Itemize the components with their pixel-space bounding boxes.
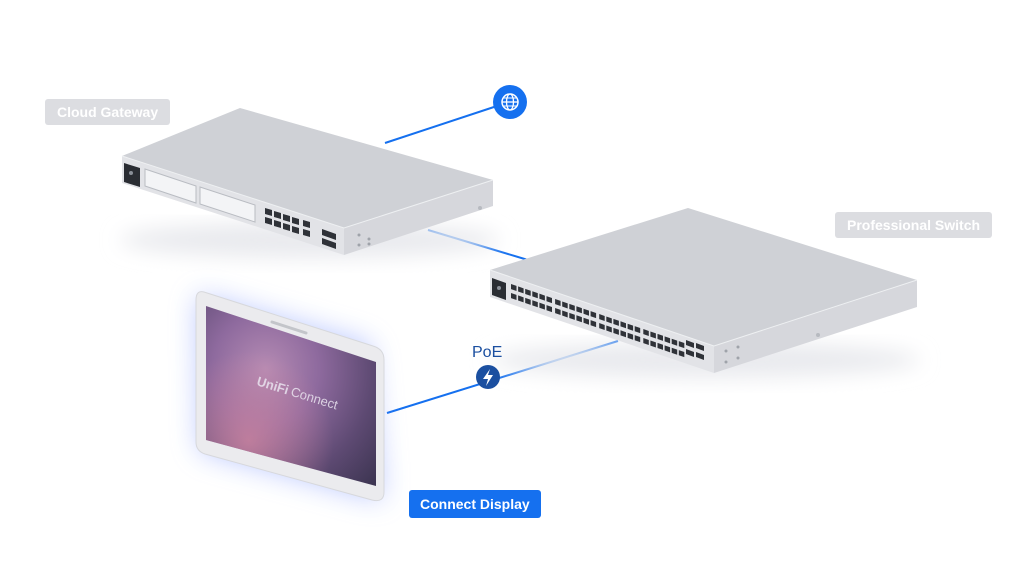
switch-port — [613, 327, 619, 335]
switch-port — [562, 301, 568, 309]
switch-port — [583, 317, 589, 325]
switch-port — [539, 302, 545, 310]
switch-port — [518, 295, 524, 303]
professional-switch-label: Professional Switch — [835, 212, 993, 238]
lightning-bolt-icon — [476, 365, 500, 389]
switch-port — [599, 323, 605, 331]
switch-port — [643, 329, 649, 337]
switch-port — [532, 300, 538, 308]
switch-port — [546, 296, 552, 304]
switch-port — [643, 338, 649, 346]
switch-port — [576, 306, 582, 314]
switch-port — [583, 308, 589, 316]
switch-port — [590, 320, 597, 328]
cloud-gateway-device — [120, 108, 500, 258]
switch-port — [590, 311, 597, 319]
switch-port — [606, 325, 612, 333]
switch-port — [620, 321, 626, 329]
switch-port — [511, 284, 517, 291]
switch-port — [634, 326, 641, 334]
switch-port-grid — [511, 284, 685, 358]
connect-display-label: Connect Display — [409, 490, 541, 518]
globe-icon — [493, 85, 527, 119]
switch-port — [678, 341, 685, 349]
switch-port — [664, 345, 671, 353]
switch-port — [525, 288, 531, 296]
switch-port — [555, 308, 561, 316]
switch-port — [576, 315, 582, 323]
cloud-gateway-label: Cloud Gateway — [45, 99, 171, 125]
switch-port — [657, 333, 663, 341]
poe-label: PoE — [472, 344, 503, 361]
switch-port — [539, 293, 545, 301]
switch-port — [555, 299, 561, 307]
switch-port — [627, 332, 634, 340]
switch-port — [599, 314, 605, 322]
switch-port — [671, 338, 678, 346]
switch-port — [532, 291, 538, 299]
switch-port — [620, 330, 626, 338]
switch-port — [627, 323, 634, 331]
switch-port — [569, 312, 575, 320]
switch-port — [518, 286, 524, 294]
switch-port — [606, 316, 612, 324]
professional-switch-device — [489, 208, 920, 378]
switch-port — [613, 318, 619, 326]
switch-port — [671, 347, 678, 355]
switch-port — [562, 310, 568, 318]
switch-port — [678, 350, 685, 358]
connect-display-device: UniFiConnect — [195, 291, 385, 502]
switch-port — [657, 342, 663, 350]
link-gateway-internet — [384, 104, 501, 144]
switch-port — [546, 305, 552, 313]
switch-port — [664, 336, 671, 344]
switch-port — [650, 340, 656, 348]
switch-port — [511, 293, 517, 300]
switch-port — [525, 297, 531, 305]
switch-port — [634, 335, 641, 343]
switch-port — [650, 331, 656, 339]
switch-port — [569, 303, 575, 311]
